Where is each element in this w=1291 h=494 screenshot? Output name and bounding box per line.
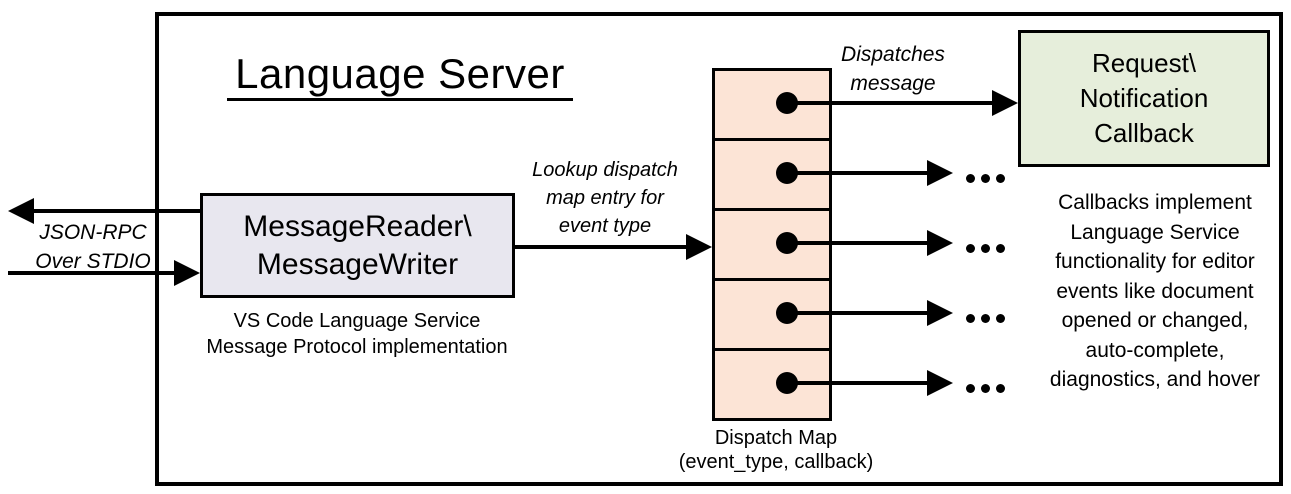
- lookup-label-line2: map entry for: [546, 187, 664, 209]
- stdio-label-line1: JSON-RPC: [39, 221, 147, 244]
- dispatch-arrow-1-head: [992, 90, 1018, 116]
- ellipsis: [966, 384, 1005, 393]
- stdio-out-arrowhead: [8, 198, 34, 224]
- dispatch-arrow-1-line: [787, 101, 996, 105]
- reader-caption-line1: VS Code Language Service: [233, 310, 481, 332]
- request-notification-callback-box: Request\ Notification Callback: [1018, 30, 1270, 167]
- callbacks-note-line: opened or changed,: [1061, 309, 1249, 332]
- lookup-arrowhead: [686, 234, 712, 260]
- callbacks-note-line: Callbacks implement: [1058, 191, 1252, 214]
- dispatch-arrow-3-head: [927, 230, 953, 256]
- dispatches-label: Dispatches message: [828, 40, 958, 98]
- dispatch-arrow-4-head: [927, 300, 953, 326]
- ellipsis: [966, 174, 1005, 183]
- callbacks-note-line: diagnostics, and hover: [1049, 368, 1261, 391]
- reader-box-line1: MessageReader\: [243, 209, 472, 243]
- callbacks-note-line: auto-complete,: [1085, 338, 1225, 362]
- callback-box-line2: Notification: [1079, 83, 1209, 113]
- lookup-arrow-line: [515, 245, 690, 249]
- lookup-label-line3: event type: [558, 215, 652, 237]
- stdio-label: JSON-RPC Over STDIO: [18, 218, 168, 276]
- stdio-in-arrow-line: [8, 271, 176, 275]
- dispatch-arrow-5-line: [787, 381, 931, 385]
- callbacks-note-line: functionality for editor: [1055, 250, 1255, 273]
- dispatch-arrow-2-line: [787, 171, 931, 175]
- dispatch-map-label-line2: (event_type, callback): [678, 451, 874, 473]
- stdio-label-line2: Over STDIO: [35, 250, 151, 273]
- diagram-title: Language Server: [227, 51, 573, 102]
- callback-box-line3: Callback: [1094, 118, 1194, 148]
- language-server-boundary-box: [155, 12, 1283, 486]
- reader-caption-line2: Message Protocol implementation: [206, 336, 508, 358]
- callbacks-note-line: events like document: [1056, 279, 1254, 303]
- diagram-title-wrap: Language Server: [200, 51, 600, 102]
- dispatch-arrow-2-head: [927, 160, 953, 186]
- dispatches-label-line1: Dispatches: [841, 43, 945, 66]
- reader-box-line2: MessageWriter: [256, 247, 459, 281]
- dispatch-arrow-4-line: [787, 311, 931, 315]
- dispatch-map-label: Dispatch Map (event_type, callback): [646, 426, 906, 474]
- callbacks-note-line: Language Service: [1070, 220, 1240, 244]
- ellipsis: [966, 244, 1005, 253]
- reader-caption: VS Code Language Service Message Protoco…: [182, 308, 532, 360]
- dispatch-map-label-line1: Dispatch Map: [714, 427, 838, 449]
- stdio-out-arrow-line: [30, 209, 200, 213]
- callback-box-line1: Request\: [1091, 48, 1197, 78]
- dispatch-arrow-3-line: [787, 241, 931, 245]
- lookup-label-line1: Lookup dispatch: [532, 159, 678, 181]
- dispatch-arrow-5-head: [927, 370, 953, 396]
- dispatches-label-line2: message: [850, 72, 936, 95]
- callbacks-note: Callbacks implement Language Service fun…: [1032, 188, 1278, 395]
- message-reader-writer-box: MessageReader\ MessageWriter: [200, 193, 515, 298]
- stdio-in-arrowhead: [174, 260, 200, 286]
- ellipsis: [966, 314, 1005, 323]
- lookup-label: Lookup dispatch map entry for event type: [515, 156, 695, 240]
